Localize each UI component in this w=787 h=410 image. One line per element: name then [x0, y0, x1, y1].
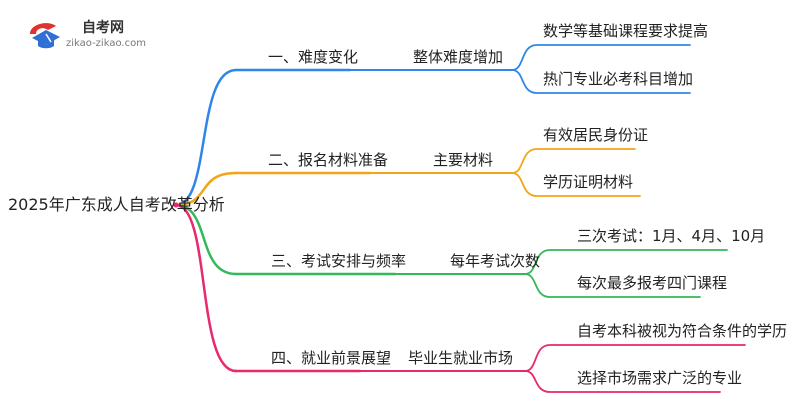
branch-1-leaf-2-line [511, 69, 691, 94]
branch-4-leaf-1: 自考本科被视为符合条件的学历 [577, 322, 787, 340]
branch-1-label: 一、难度变化 [268, 48, 359, 66]
branch-1-curve [174, 68, 238, 207]
branch-2-leaf-1-line [511, 148, 636, 174]
branch-4-leaf-2-line [524, 370, 721, 393]
branch-3-leaf-2-line [524, 273, 701, 298]
site-logo[interactable]: 自考网 zikao-zikao.com [26, 14, 156, 54]
branch-4-label: 四、就业前景展望 [271, 349, 392, 367]
mindmap-connectors [173, 44, 746, 393]
branch-3-leaf-1: 三次考试：1月、4月、10月 [577, 227, 766, 245]
branch-3-leaf-2: 每次最多报考四门课程 [577, 274, 728, 292]
branch-3-leaf-1-line [524, 249, 728, 275]
root-anchor-dot [173, 202, 179, 208]
branch-1-leaf-1-line [511, 44, 691, 71]
branch-2-label: 二、报名材料准备 [268, 151, 389, 169]
branch-2-leaf-1: 有效居民身份证 [543, 126, 649, 144]
branch-4-leaf-2: 选择市场需求广泛的专业 [577, 369, 743, 387]
branch-2-subtopic: 主要材料 [433, 151, 494, 169]
branch-1-leaf-1: 数学等基础课程要求提高 [543, 22, 709, 40]
root-topic: 2025年广东成人自考改革分析 [8, 195, 225, 214]
branch-2-leaf-2: 学历证明材料 [543, 173, 634, 191]
branch-4-curve [174, 203, 238, 373]
branch-4-subtopic: 毕业生就业市场 [408, 349, 514, 367]
branch-1-leaf-2: 热门专业必考科目增加 [543, 70, 694, 88]
graduation-cap-icon [30, 23, 60, 49]
branch-3-curve [174, 203, 238, 276]
branch-2-curve [174, 171, 238, 207]
branch-3-subtopic: 每年考试次数 [450, 252, 541, 270]
logo-url: zikao-zikao.com [66, 38, 146, 49]
branch-2-leaf-2-line [511, 172, 641, 197]
branch-1-subtopic: 整体难度增加 [413, 48, 504, 66]
branch-3-label: 三、考试安排与频率 [271, 252, 407, 270]
logo-name: 自考网 [82, 20, 124, 36]
branch-4-leaf-1-line [524, 344, 746, 372]
